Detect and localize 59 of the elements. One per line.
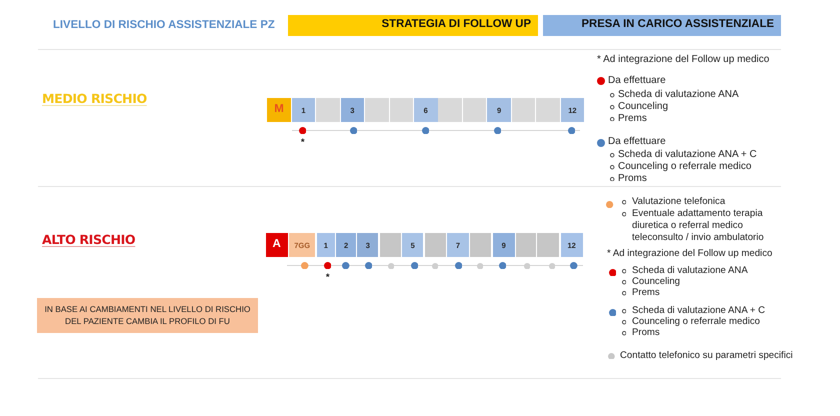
dot-icon — [299, 127, 306, 134]
dot-icon — [410, 262, 418, 270]
timeline-cell — [380, 233, 401, 258]
footnote-text: * Ad integrazione del Follow up medico — [607, 248, 772, 260]
legend-text: Da effettuare — [608, 75, 666, 87]
list-item: Proms — [618, 172, 647, 184]
footnote-mark: * — [326, 272, 330, 283]
list-item: Counceling o referrale medico — [618, 161, 752, 173]
dot-icon — [454, 262, 462, 270]
timeline-cell — [512, 98, 536, 122]
legend-text: Contatto telefonico su parametri specifici — [620, 350, 793, 362]
timeline-cell — [424, 233, 446, 258]
list-item: Eventuale adattamento terapia diuretica o referral medico teleconsulto / invio ambulatorio — [632, 208, 765, 244]
dot-icon — [301, 262, 309, 270]
timeline-cell — [536, 98, 560, 122]
legend-text: Scheda di valutazione ANA + C — [632, 305, 766, 317]
dot-icon — [494, 127, 502, 134]
list-item: Prems — [618, 112, 647, 124]
timeline-cell — [365, 98, 389, 122]
footnote-text: * Ad integrazione del Follow up medico — [597, 54, 770, 66]
timeline-cell — [438, 98, 462, 122]
dot-icon — [388, 262, 394, 269]
dot-icon — [342, 262, 350, 270]
list-item: Scheda di valutazione ANA + C — [618, 149, 757, 161]
timeline-cell — [462, 98, 486, 122]
column-header-bar: PRESA IN CARICO ASSISTENZIALE — [543, 14, 781, 36]
timeline-cell — [390, 98, 414, 122]
dot-icon — [324, 262, 332, 270]
risk-level-heading: ALTO RISCHIO — [42, 232, 136, 248]
risk-level-cell: A — [266, 233, 288, 258]
timeline-cell — [537, 233, 560, 258]
dot-icon — [499, 262, 506, 270]
footnote-mark: * — [300, 136, 305, 148]
dot-icon — [422, 127, 430, 134]
risk-level-cell: M — [267, 98, 291, 122]
column-header-bar: STRATEGIA DI FOLLOW UP — [288, 14, 538, 36]
dot-icon — [476, 262, 484, 269]
note-box: IN BASE AI CAMBIAMENTI NEL LIVELLO DI RISCHIO DEL PAZIENTE CAMBIA IL PROFILO DI FU — [37, 298, 258, 333]
risk-level-heading: MEDIO RISCHIO — [42, 90, 147, 106]
dot-icon — [364, 262, 372, 270]
timeline-cell — [516, 233, 536, 258]
timeline-cell — [316, 98, 340, 122]
dot-icon — [432, 262, 438, 269]
dot-icon — [568, 127, 576, 134]
dot-icon — [524, 262, 530, 269]
legend-text: Valutazione telefonica — [632, 196, 726, 208]
legend-text: Da effettuare — [608, 136, 666, 148]
dot-icon — [548, 262, 555, 269]
list-item: Counceling o referrale medico — [632, 316, 760, 328]
timeline-cell — [470, 233, 492, 258]
list-item: Prems — [632, 287, 660, 299]
list-item: Counceling — [632, 276, 680, 288]
list-item: Proms — [632, 327, 660, 339]
list-item: Scheda di valutazione ANA — [618, 89, 739, 101]
list-item: Counceling — [618, 101, 668, 113]
column-heading: LIVELLO DI RISCHIO ASSISTENZIALE PZ — [53, 18, 275, 32]
legend-text: Scheda di valutazione ANA — [632, 265, 748, 277]
dot-icon — [350, 127, 357, 134]
dot-icon — [570, 262, 578, 270]
